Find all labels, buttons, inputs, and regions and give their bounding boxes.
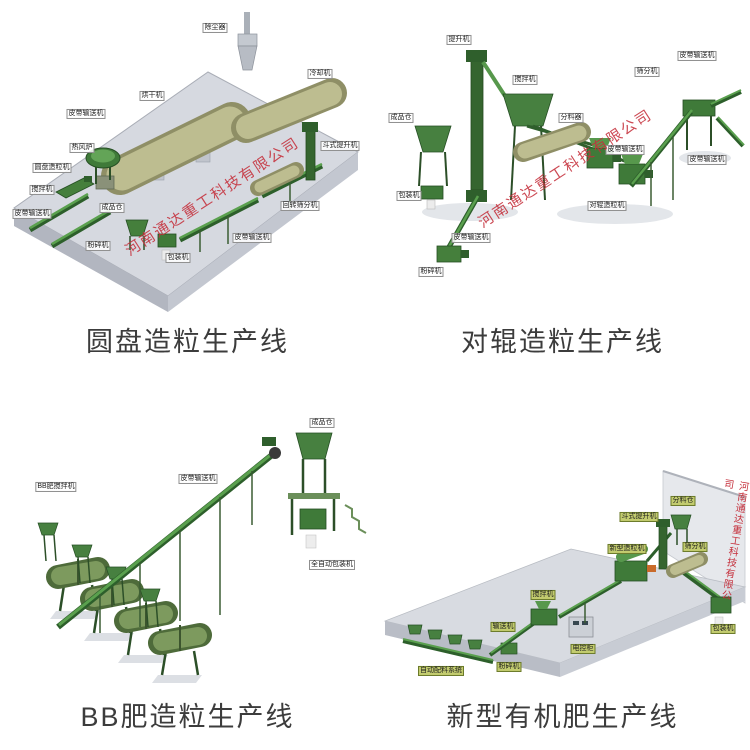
panel-roller-granulation-line: 河南通达重工科技有限公司 成品仓 提升机 搅拌机 对辊造粒机 筛分机 分料器 皮… [375,0,750,375]
equipment-label: 提升机 [446,34,472,46]
equipment-label: 皮带输送机 [687,154,727,166]
cooler-drum [231,78,347,143]
equipment-label: 搅拌机 [29,184,55,196]
panel-bb-fertilizer-line: BB肥搅拌机 皮带输送机 成品仓 全自动包装机 BB肥造粒生产线 [0,375,375,750]
equipment-label: 自动配料系统 [418,665,464,677]
ground-pads [50,611,202,683]
bucket-elevator [466,50,507,202]
bb-line-illustration [37,432,367,683]
mixer [55,176,95,199]
organic-line-illustration [383,470,747,677]
equipment-label: 粉碎机 [418,266,444,278]
equipment-label: 皮带输送机 [178,473,218,485]
caption-organic-fertilizer: 新型有机肥生产线 [446,702,679,732]
product-bin [414,125,452,187]
screener [666,552,708,578]
bucket-elevator [302,122,318,181]
equipment-label: 回转筛分机 [280,200,320,212]
equipment-label: 成品仓 [388,112,414,124]
equipment-label: 成品仓 [309,417,335,429]
equipment-label: 冷却机 [307,68,333,80]
bb-mixers [37,522,212,676]
equipment-label: 成品仓 [99,202,125,214]
equipment-label: 粉碎机 [496,661,522,673]
equipment-label: 搅拌机 [530,589,556,601]
disc-granulator [85,147,121,184]
conveyors [28,162,324,252]
equipment-label: 输送机 [490,621,516,633]
cyclone-dust-collector [237,12,258,71]
panel-organic-fertilizer-line: 河南通达重工科技有限公司 分料仓 输送机 粉碎机 搅拌机 新型造粒机 筛分机 斗… [375,375,750,750]
caption-bb-fertilizer: BB肥造粒生产线 [80,702,295,732]
mixer [530,601,558,626]
equipment-label: 包装机 [710,623,736,635]
disc-line-illustration [13,12,359,312]
mixer-drum [513,122,591,162]
equipment-label: 斗式提升机 [619,511,659,523]
dryer-drum [101,102,251,195]
packing-machine [710,596,732,628]
equipment-label: 皮带输送机 [677,50,717,62]
equipment-label: 烘干机 [139,90,165,102]
equipment-label: 筛分机 [634,66,660,78]
equipment-label: 分料仓 [670,495,696,507]
screener [682,99,716,150]
organic-line-image: 河南通达重工科技有限公司 分料仓 输送机 粉碎机 搅拌机 新型造粒机 筛分机 斗… [375,375,750,687]
equipment-label: 皮带输送机 [12,208,52,220]
control-cabinet [568,616,594,638]
equipment-label: 热风炉 [69,142,95,154]
equipment-label: 全自动包装机 [309,559,355,571]
equipment-label: 电控柜 [570,643,596,655]
auto-packing-machine [299,504,367,549]
conveyors [442,89,745,256]
equipment-label: 皮带输送机 [451,232,491,244]
hot-stove [95,175,115,190]
equipment-label: 包装机 [165,252,191,264]
bucket-elevator [656,519,670,570]
equipment-label: 对辊造粒机 [587,200,627,212]
equipment-label: 搅拌机 [512,74,538,86]
batching-system [402,624,494,664]
equipment-label: 分料器 [558,112,584,124]
caption-roller-granulation: 对辊造粒生产线 [461,327,664,357]
incline-conveyor [56,437,281,633]
equipment-label: 包装机 [396,190,422,202]
crusher [436,245,469,263]
caption-disc-granulation: 圆盘造粒生产线 [86,327,289,357]
equipment-label: 圆盘造粒机 [32,162,72,174]
feed-conveyor [488,618,539,657]
equipment-label: 皮带输送机 [66,108,106,120]
equipment-label: 新型造粒机 [607,543,647,555]
equipment-label: 粉碎机 [85,240,111,252]
equipment-label: BB肥搅拌机 [35,481,77,493]
roller-line-illustration [414,50,745,263]
product-bin [288,432,340,535]
disc-line-image: 河南通达重工科技有限公司 除尘器 烘干机 热风炉 皮带输送机 圆盘造粒机 搅拌机… [0,0,375,312]
equipment-label: 皮带输送机 [605,144,645,156]
rotary-screener [250,162,304,196]
bb-line-image: BB肥搅拌机 皮带输送机 成品仓 全自动包装机 [0,375,375,687]
equipment-label: 筛分机 [682,541,708,553]
product-bin [125,219,149,250]
roller-line-image: 河南通达重工科技有限公司 成品仓 提升机 搅拌机 对辊造粒机 筛分机 分料器 皮… [375,0,750,312]
equipment-label: 皮带输送机 [232,232,272,244]
transfer-conveyors [557,532,721,623]
panel-disc-granulation-line: 河南通达重工科技有限公司 除尘器 烘干机 热风炉 皮带输送机 圆盘造粒机 搅拌机… [0,0,375,375]
equipment-label: 斗式提升机 [320,140,360,152]
equipment-label: 除尘器 [202,22,228,34]
